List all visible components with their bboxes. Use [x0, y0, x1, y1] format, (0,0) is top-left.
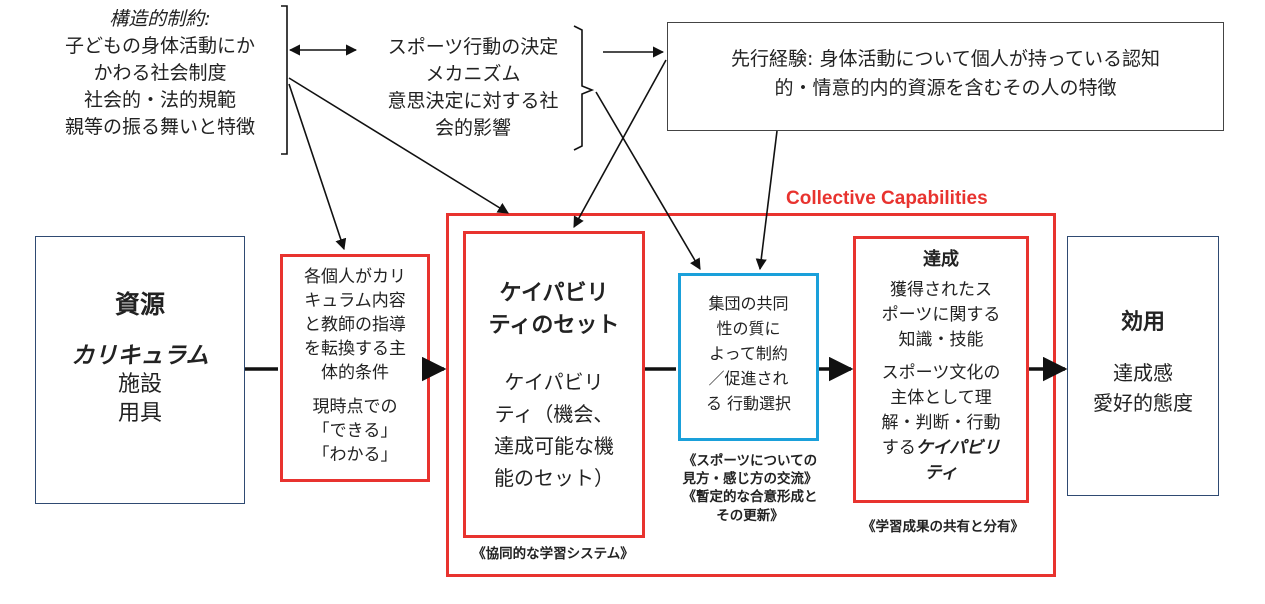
structural-collective-arrow	[288, 77, 509, 214]
mechanism-line: メカニズム	[425, 63, 521, 85]
collective-capabilities-frame	[446, 213, 1056, 577]
mechanism-group-arrow	[595, 91, 701, 270]
capability-set-caption: 《協同的な学習システム》	[472, 546, 634, 562]
prior-line: 先行経験: 身体活動について個人が持っている認知	[731, 48, 1160, 70]
resources-box: 資源 カリキュラム 施設 用具	[35, 236, 245, 504]
achievement-caption: 《学習成果の共有と分有》	[862, 519, 1024, 535]
group-line: ／促進され	[708, 369, 789, 388]
capability-set-line: ティ（機会、	[494, 402, 614, 426]
conditions-line2: 「わかる」	[312, 445, 398, 465]
achievement-line2: 主体として理	[890, 388, 992, 408]
resources-line: 施設	[117, 372, 162, 398]
sport-mechanism: スポーツ行動の決定 メカニズム 意思決定に対する社 会的影響	[358, 34, 588, 142]
structural-heading: 構造的制約:	[109, 8, 211, 30]
conditions-line2: 現時点での	[312, 397, 398, 417]
capability-set-title: ケイパビリ	[499, 281, 609, 306]
achievement-last-em2: ティ	[924, 463, 958, 483]
capability-set-line: 能のセット）	[494, 466, 614, 490]
prior-experience-box: 先行経験: 身体活動について個人が持っている認知 的・情意的内的資源を含むその人…	[667, 22, 1224, 131]
group-notes: 《スポーツについての 見方・感じ方の交流》 《暫定的な合意形成と その更新》	[660, 452, 840, 525]
mechanism-line: 会的影響	[434, 117, 511, 139]
conditions-line: と教師の指導	[304, 315, 406, 335]
group-note: その更新》	[716, 507, 784, 524]
capability-set-line: 達成可能な機	[494, 434, 614, 458]
achievement-line: ポーツに関する	[881, 305, 1001, 325]
structural-bracket	[281, 5, 288, 155]
utility-title: 効用	[1120, 310, 1165, 335]
group-note: 《暫定的な合意形成と	[682, 489, 818, 506]
group-line: よって制約	[709, 344, 788, 363]
resources-title: 資源	[114, 290, 165, 319]
mechanism-bracket	[573, 25, 595, 151]
mechanism-line: スポーツ行動の決定	[387, 36, 559, 58]
achievement-line: 知識・技能	[898, 330, 984, 350]
achievement-last-line: するケイパビリ	[856, 436, 1026, 461]
capability-set-title: ティのセット	[488, 313, 620, 338]
resources-subtitle: カリキュラム	[71, 342, 209, 369]
group-note: 見方・感じ方の交流》	[682, 471, 818, 488]
group-box: 集団の共同 性の質に よって制約 ／促進され る 行動選択	[678, 273, 819, 441]
conditions-line: キュラム内容	[304, 291, 406, 311]
mechanism-line: 意思決定に対する社	[387, 90, 559, 112]
conditions-line: を転換する主	[304, 339, 406, 359]
resources-line: 用具	[117, 400, 162, 426]
group-line: 集団の共同	[708, 294, 789, 313]
conditions-line: 各個人がカリ	[304, 267, 406, 287]
utility-line: 愛好的態度	[1093, 390, 1193, 415]
achievement-line2: スポーツ文化の	[881, 363, 1001, 383]
achievement-line2: 解・判断・行動	[881, 413, 1001, 433]
utility-box: 効用 達成感 愛好的態度	[1067, 236, 1219, 496]
structural-conditions-arrow	[288, 83, 347, 251]
achievement-last-em: ケイパビリ	[915, 438, 1001, 458]
structural-constraints: 構造的制約: 子どもの身体活動にか かわる社会制度 社会的・法的規範 親等の振る…	[40, 6, 280, 141]
structural-line: かわる社会制度	[93, 62, 227, 84]
prior-capability-arrow	[573, 59, 667, 228]
group-line: る 行動選択	[705, 394, 792, 413]
collective-capabilities-label: Collective Capabilities	[786, 188, 988, 209]
utility-line: 達成感	[1113, 360, 1173, 385]
achievement-box: 達成 獲得されたス ポーツに関する 知識・技能 スポーツ文化の 主体として理 解…	[853, 236, 1029, 503]
prior-line: 的・情意的内的資源を含むその人の特徴	[774, 77, 1117, 99]
achievement-last-prefix: する	[881, 438, 916, 458]
conditions-line: 体的条件	[321, 363, 389, 383]
prior-group-arrow	[755, 130, 778, 271]
conditions-line2: 「できる」	[312, 421, 398, 441]
achievement-title: 達成	[923, 249, 959, 270]
structural-line: 子どもの身体活動にか	[64, 35, 255, 57]
group-note: 《スポーツについての	[682, 453, 818, 469]
structural-line: 社会的・法的規範	[83, 89, 236, 111]
capability-set-line: ケイパビリ	[504, 370, 604, 394]
achievement-line: 獲得されたス	[890, 280, 992, 300]
group-line: 性の質に	[716, 319, 781, 338]
structural-line: 親等の振る舞いと特徴	[64, 116, 255, 138]
capability-set-box: ケイパビリ ティのセット ケイパビリ ティ（機会、 達成可能な機 能のセット）	[463, 231, 645, 538]
